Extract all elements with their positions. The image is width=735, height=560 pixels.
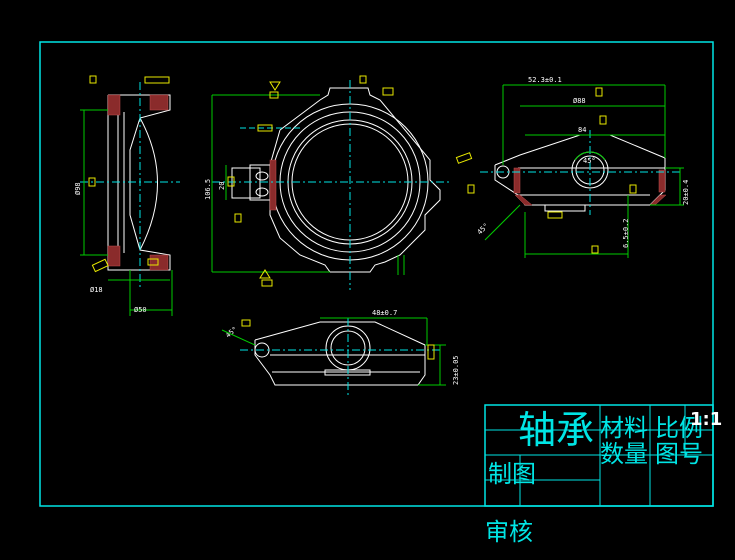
title-block xyxy=(484,404,714,507)
marker xyxy=(591,245,599,254)
section-hatch xyxy=(149,94,169,111)
datum-triangle xyxy=(259,269,271,279)
dim-width-b: 84 xyxy=(578,126,586,134)
marker xyxy=(234,213,242,223)
top-view: 52.3±0.1 Ø88 84 20±0.4 6.5±0.2 45° 45° xyxy=(455,76,690,258)
dim-base-left: Ø18 xyxy=(90,286,103,294)
title-material-label: 材料 xyxy=(600,414,648,442)
dim-angle-right: 45° xyxy=(583,157,596,165)
marker xyxy=(359,75,367,84)
section-hatch xyxy=(107,245,121,267)
marker xyxy=(147,258,159,266)
title-quantity-label: 数量 xyxy=(600,440,648,468)
marker xyxy=(261,279,273,287)
dim-width-a: Ø88 xyxy=(573,97,586,105)
title-drawing-no-label: 图号 xyxy=(655,440,703,468)
marker xyxy=(91,258,109,273)
section-hatch xyxy=(269,159,277,211)
marker xyxy=(257,124,273,132)
marker xyxy=(629,184,637,194)
marker xyxy=(241,319,251,327)
title-scale-value: 1:1 xyxy=(690,409,722,430)
dim-height-right: 20±0.4 xyxy=(682,180,690,205)
dim-top-overall: 52.3±0.1 xyxy=(528,76,562,84)
title-scale-label: 比例 xyxy=(655,414,703,442)
dim-bottom-height: 23±0.05 xyxy=(452,355,460,385)
marker xyxy=(89,75,97,84)
marker xyxy=(427,344,435,360)
dim-height-base: 6.5±0.2 xyxy=(622,218,630,248)
section-hatch xyxy=(514,194,533,206)
marker xyxy=(269,91,279,99)
datum-triangle xyxy=(269,81,281,91)
marker xyxy=(382,87,394,96)
section-hatch xyxy=(149,254,169,271)
marker xyxy=(227,176,235,187)
marker xyxy=(547,211,563,219)
marker xyxy=(88,177,96,187)
marker xyxy=(595,87,603,97)
title-checked-label: 审核 xyxy=(485,518,533,546)
dim-angle-right-2: 45° xyxy=(476,222,491,237)
dim-width-left-bottom: Ø50 xyxy=(134,306,147,314)
side-view: Ø98 Ø18 Ø50 xyxy=(74,75,180,316)
dim-height-mid: 106.5 xyxy=(204,179,212,200)
title-part-name: 轴承 xyxy=(518,408,594,452)
dim-bore-left: Ø98 xyxy=(74,182,82,195)
drawing-border xyxy=(39,41,714,507)
title-drawn-label: 制图 xyxy=(488,460,536,488)
front-view: 106.5 20 xyxy=(204,75,452,290)
dim-height-mid-small: 20 xyxy=(218,182,226,190)
marker xyxy=(467,184,475,194)
section-hatch xyxy=(658,169,666,193)
marker xyxy=(599,115,607,125)
section-hatch xyxy=(513,167,521,194)
bottom-view: 48±0.7 23±0.05 45° xyxy=(221,309,460,395)
marker xyxy=(455,152,473,164)
marker xyxy=(144,76,170,84)
dim-bottom-width: 48±0.7 xyxy=(372,309,397,317)
section-hatch xyxy=(107,94,121,116)
